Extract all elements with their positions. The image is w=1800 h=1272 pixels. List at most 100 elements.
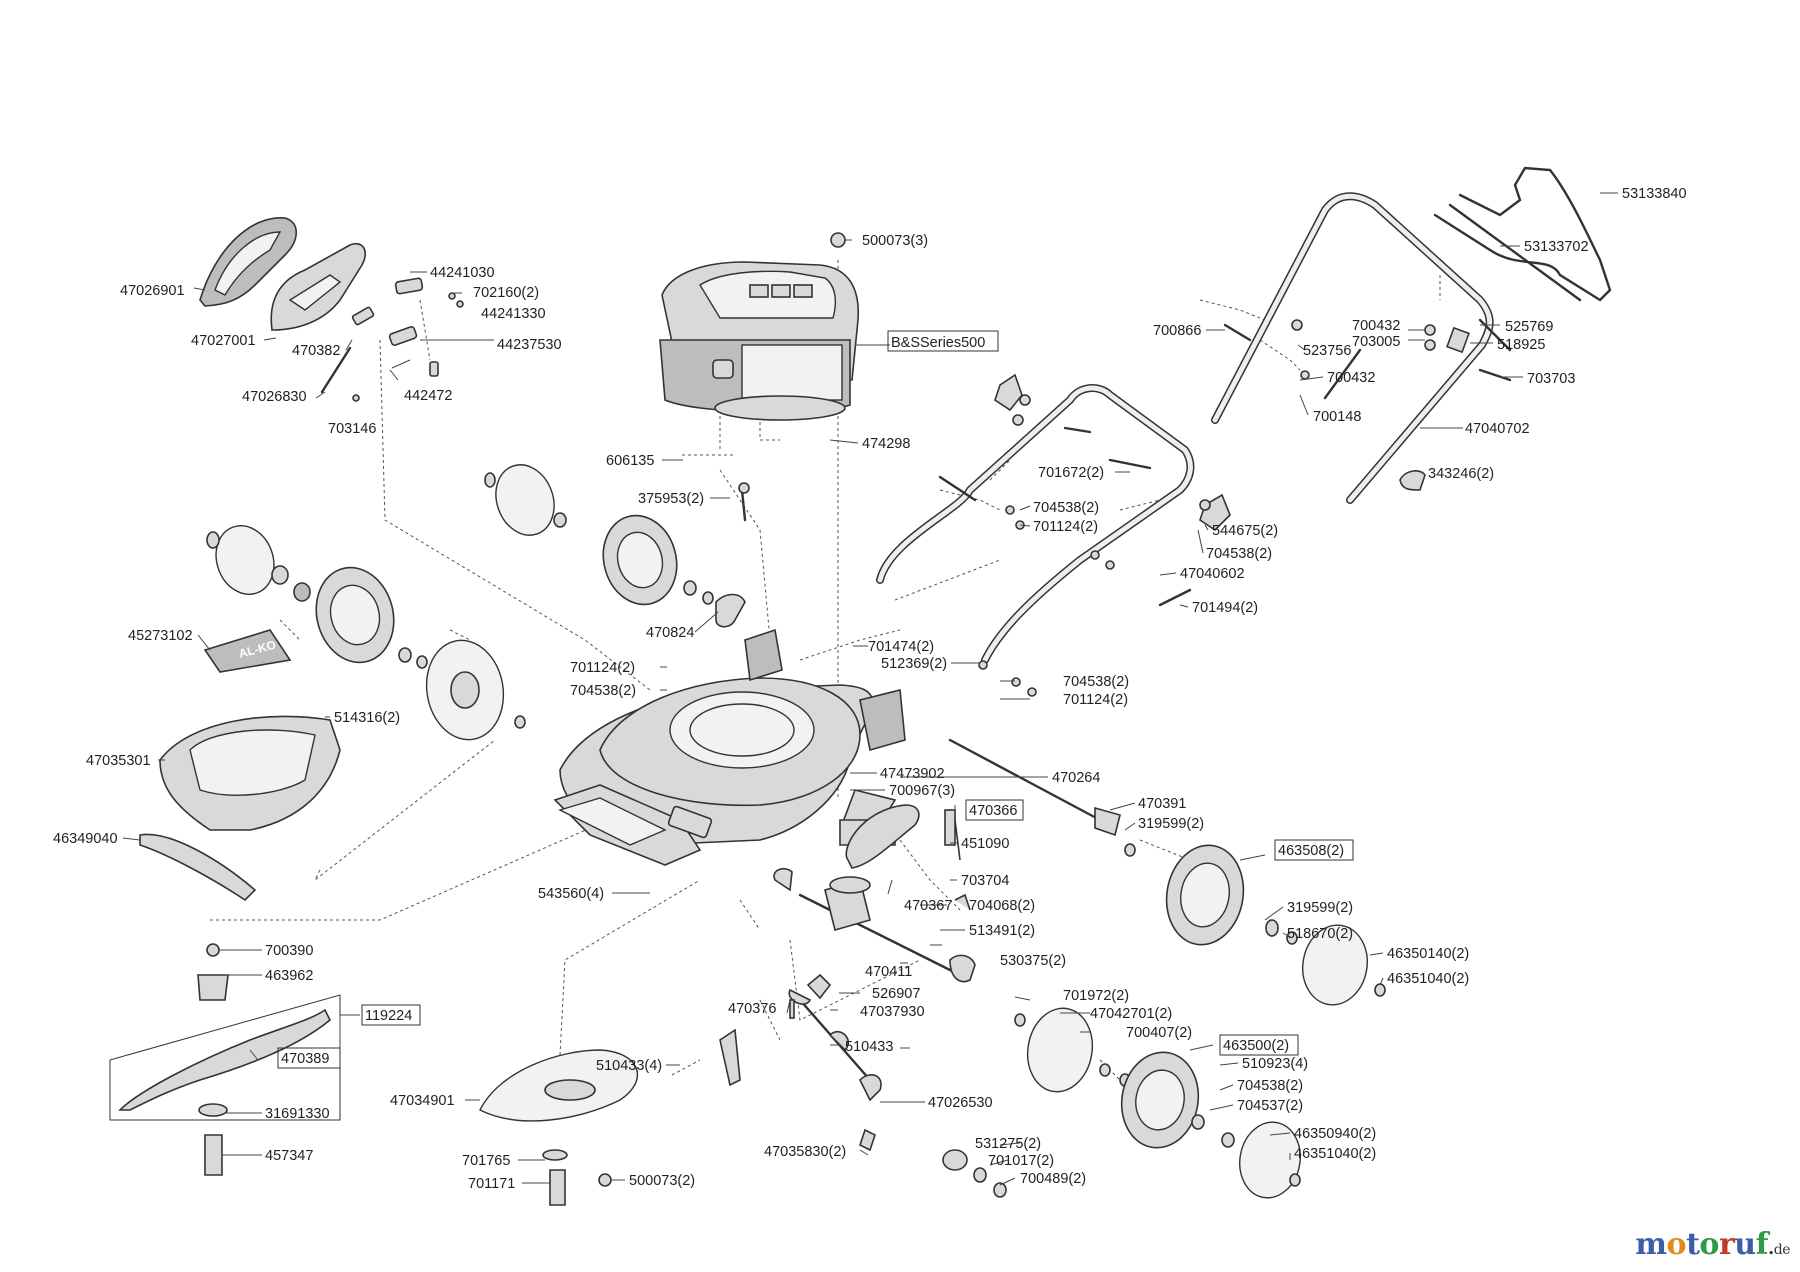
watermark-tld: de (1773, 1242, 1791, 1258)
handle-bars (876, 166, 1612, 697)
label-47037930: 47037930 (860, 1004, 925, 1020)
label-474298: 474298 (862, 436, 910, 452)
part-number-labels: 47026901 47027001 44241030 702160(2) 442… (53, 186, 1687, 1192)
v-belt (845, 804, 920, 869)
label-470366: 470366 (969, 803, 1017, 819)
label-703146: 703146 (328, 421, 376, 437)
label-700866: 700866 (1153, 323, 1201, 339)
label-701124-b: 701124(2) (1033, 519, 1098, 535)
watermark-letter-t: t (1686, 1227, 1700, 1262)
rear-flap-assembly (199, 217, 464, 402)
mower-deck (553, 628, 906, 866)
label-701124-a: 701124(2) (570, 660, 635, 676)
label-47473902: 47473902 (880, 766, 945, 782)
label-701474: 701474(2) (868, 639, 934, 655)
grass-bag-parts: AL-KO (139, 629, 341, 902)
label-44241030: 44241030 (430, 265, 495, 281)
label-343246: 343246(2) (1428, 466, 1494, 482)
label-525769: 525769 (1505, 319, 1553, 335)
label-53133702: 53133702 (1524, 239, 1589, 255)
watermark-dot: . (1767, 1238, 1774, 1259)
label-543560: 543560(4) (538, 886, 604, 902)
label-470367: 470367 (904, 898, 952, 914)
label-518925: 518925 (1497, 337, 1545, 353)
blade-assembly (109, 943, 639, 1206)
label-703005: 703005 (1352, 334, 1400, 350)
label-701017: 701017(2) (988, 1153, 1054, 1169)
label-46351040-a: 46351040(2) (1387, 971, 1469, 987)
label-704538-a: 704538(2) (570, 683, 636, 699)
label-457347: 457347 (265, 1148, 313, 1164)
label-530375: 530375(2) (1000, 953, 1066, 969)
motoruf-watermark-logo: motoruf.de (1635, 1227, 1790, 1262)
label-510923: 510923(4) (1242, 1056, 1308, 1072)
label-704068: 704068(2) (969, 898, 1035, 914)
label-512369: 512369(2) (881, 656, 947, 672)
label-513491: 513491(2) (969, 923, 1035, 939)
label-703703: 703703 (1527, 371, 1575, 387)
label-470382: 470382 (292, 343, 340, 359)
watermark-letter-u: u (1734, 1227, 1756, 1262)
label-510433-a: 510433 (845, 1039, 893, 1055)
label-701124-c: 701124(2) (1063, 692, 1128, 708)
label-700148: 700148 (1313, 409, 1361, 425)
label-470376: 470376 (728, 1001, 776, 1017)
label-frames (277, 330, 1354, 1069)
label-470389: 470389 (281, 1051, 329, 1067)
label-470391: 470391 (1138, 796, 1186, 812)
label-523756: 523756 (1303, 343, 1351, 359)
label-engine-series: B&SSeries500 (891, 335, 985, 351)
label-510433-b: 510433(4) (596, 1058, 662, 1074)
label-47026901: 47026901 (120, 283, 185, 299)
label-500073-top: 500073(3) (862, 233, 928, 249)
label-700489: 700489(2) (1020, 1171, 1086, 1187)
label-46351040-b: 46351040(2) (1294, 1146, 1376, 1162)
label-470824: 470824 (646, 625, 694, 641)
label-47034901: 47034901 (390, 1093, 455, 1109)
label-701171: 701171 (468, 1176, 515, 1192)
leader-lines (122, 192, 1618, 1186)
label-47042701: 47042701(2) (1090, 1006, 1172, 1022)
label-704538-b: 704538(2) (1033, 500, 1099, 516)
left-wheels (206, 464, 750, 741)
label-47026530: 47026530 (928, 1095, 993, 1111)
label-45273102: 45273102 (128, 628, 193, 644)
label-442472: 442472 (404, 388, 452, 404)
label-606135: 606135 (606, 453, 654, 469)
label-700390: 700390 (265, 943, 313, 959)
label-46350940: 46350940(2) (1294, 1126, 1376, 1142)
label-700432-a: 700432 (1352, 318, 1400, 334)
label-451090: 451090 (961, 836, 1009, 852)
engine-illustration (659, 232, 860, 421)
label-701494: 701494(2) (1192, 600, 1258, 616)
label-44241330: 44241330 (481, 306, 546, 322)
label-700967: 700967(3) (889, 783, 955, 799)
label-500073-bottom: 500073(2) (629, 1173, 695, 1189)
label-702160: 702160(2) (473, 285, 539, 301)
watermark-letter-o: o (1666, 1227, 1687, 1262)
label-119224: 119224 (365, 1008, 412, 1024)
label-47027001: 47027001 (191, 333, 256, 349)
label-701972: 701972(2) (1063, 988, 1129, 1004)
label-704537: 704537(2) (1237, 1098, 1303, 1114)
label-47035830: 47035830(2) (764, 1144, 846, 1160)
label-544675: 544675(2) (1212, 523, 1278, 539)
label-700407: 700407(2) (1126, 1025, 1192, 1041)
label-518670: 518670(2) (1287, 926, 1353, 942)
label-514316: 514316(2) (334, 710, 400, 726)
label-701672: 701672(2) (1038, 465, 1104, 481)
label-53133840: 53133840 (1622, 186, 1687, 202)
label-463962: 463962 (265, 968, 313, 984)
watermark-letter-r: r (1718, 1227, 1735, 1262)
label-704538-c: 704538(2) (1206, 546, 1272, 562)
label-704538-e: 704538(2) (1237, 1078, 1303, 1094)
label-701765: 701765 (462, 1153, 510, 1169)
label-703704: 703704 (961, 873, 1009, 889)
rear-axle-and-wheels (948, 738, 1386, 1199)
label-704538-d: 704538(2) (1063, 674, 1129, 690)
label-531275: 531275(2) (975, 1136, 1041, 1152)
label-526907: 526907 (872, 986, 920, 1002)
label-46349040: 46349040 (53, 831, 118, 847)
label-463500: 463500(2) (1223, 1038, 1289, 1054)
